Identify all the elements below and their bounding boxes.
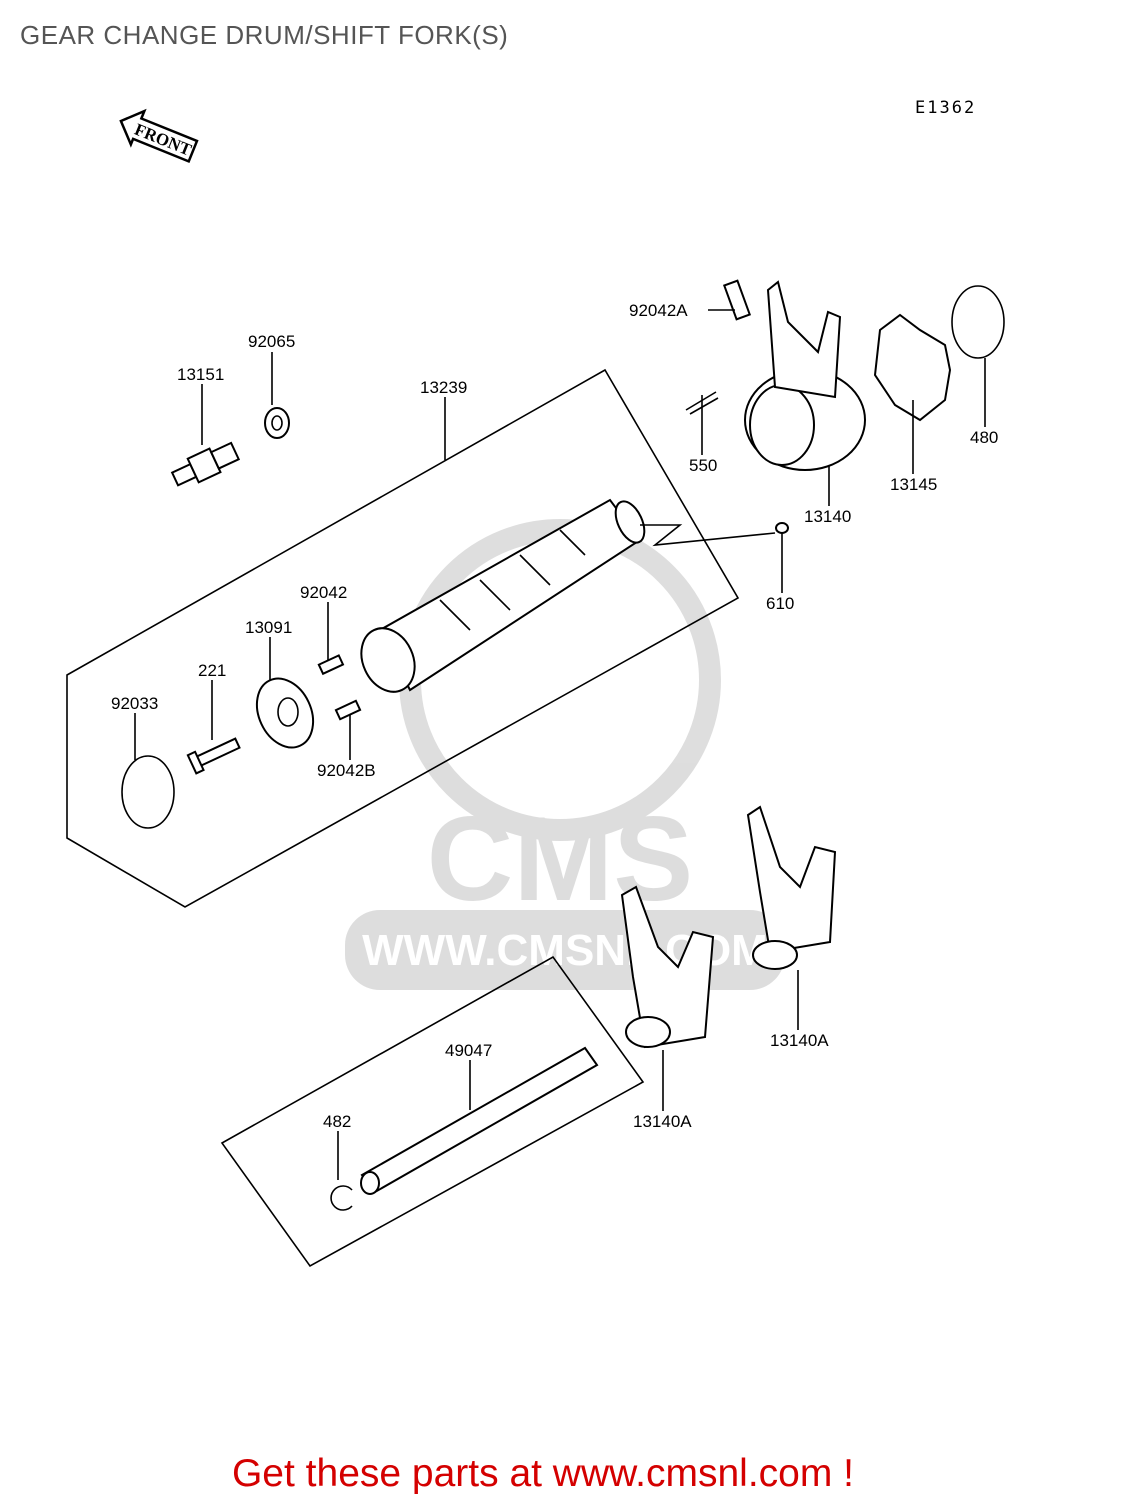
drum-assembly-frame — [66, 368, 740, 908]
part-label-13140A-right[interactable]: 13140A — [770, 1031, 829, 1050]
part-label-13140[interactable]: 13140 — [804, 507, 851, 526]
front-arrow-icon: FRONT — [119, 108, 199, 163]
diagram-code: E1362 — [915, 98, 976, 118]
switch-13151 — [170, 441, 241, 487]
part-label-92042A[interactable]: 92042A — [629, 301, 688, 320]
pin-92042A — [722, 279, 752, 321]
shaft-assembly-frame — [220, 955, 645, 1268]
svg-text:CMS: CMS — [427, 792, 694, 926]
screw-221 — [186, 737, 241, 775]
part-label-92065[interactable]: 92065 — [248, 332, 295, 351]
holder-13091 — [255, 677, 315, 749]
pin-92042B — [334, 699, 362, 721]
watermark-logo: CMS WWW.CMSNL.COM — [345, 519, 785, 990]
footer-link[interactable]: Get these parts at www.cmsnl.com ! — [0, 1452, 1146, 1496]
part-label-13151[interactable]: 13151 — [177, 365, 224, 384]
part-label-221[interactable]: 221 — [198, 661, 226, 680]
cam-plate-13145 — [873, 313, 952, 422]
page-title: GEAR CHANGE DRUM/SHIFT FORK(S) — [20, 20, 509, 50]
part-label-92033[interactable]: 92033 — [111, 694, 158, 713]
part-label-550[interactable]: 550 — [689, 456, 717, 475]
fork-13140A-right — [746, 805, 837, 970]
part-label-480[interactable]: 480 — [970, 428, 998, 447]
shaft-49047 — [360, 1046, 599, 1195]
circlip-482 — [330, 1185, 353, 1211]
front-label: FRONT — [132, 120, 195, 160]
part-label-13091[interactable]: 13091 — [245, 618, 292, 637]
footer-text[interactable]: Get these parts at www.cmsnl.com ! — [231, 1452, 855, 1495]
drum-part — [360, 498, 646, 693]
washer-inner — [271, 415, 283, 431]
part-label-13239[interactable]: 13239 — [420, 378, 467, 397]
part-label-610[interactable]: 610 — [766, 594, 794, 613]
washer-92065 — [264, 407, 290, 439]
circlip-92033 — [121, 755, 175, 829]
pin-92042 — [317, 654, 345, 676]
part-label-92042B[interactable]: 92042B — [317, 761, 376, 780]
shift-fork-13140 — [744, 280, 866, 471]
part-label-13145[interactable]: 13145 — [890, 475, 937, 494]
cotter-pin-550 — [685, 391, 719, 415]
circlip-480 — [951, 285, 1005, 359]
fork-13140A-left — [620, 885, 715, 1049]
part-label-482[interactable]: 482 — [323, 1112, 351, 1131]
part-label-13140A-left[interactable]: 13140A — [633, 1112, 692, 1131]
part-label-49047[interactable]: 49047 — [445, 1041, 492, 1060]
pin-610 — [775, 522, 789, 534]
part-label-92042[interactable]: 92042 — [300, 583, 347, 602]
